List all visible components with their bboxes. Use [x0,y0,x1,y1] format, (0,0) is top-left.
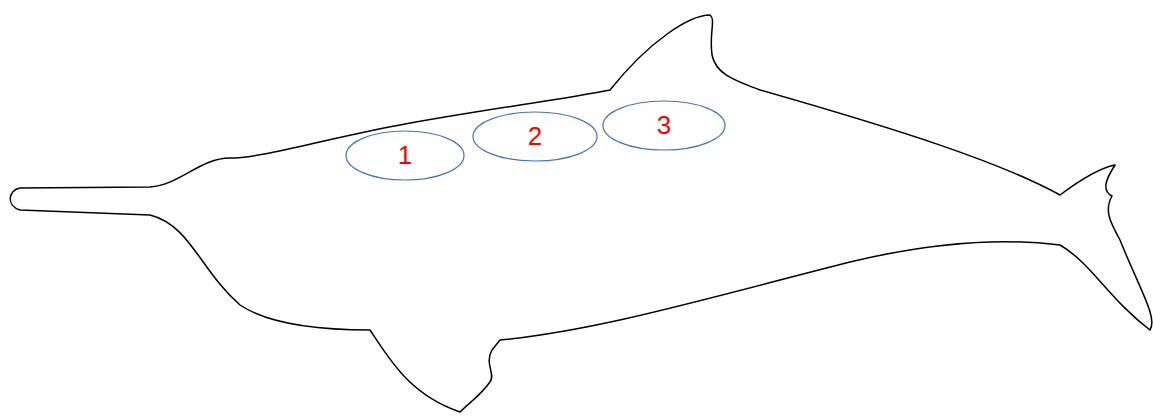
callout-number: 3 [657,112,671,138]
callout-number: 2 [528,123,542,149]
region-ellipse: 1 [345,130,465,181]
region-ellipse: 3 [602,100,726,151]
dolphin-body [10,15,1152,412]
ellipse-shape [603,101,725,150]
ellipse-shape [473,112,597,161]
ellipse-shape [346,131,464,180]
region-ellipse: 2 [472,111,598,162]
callout-number: 1 [398,142,412,168]
